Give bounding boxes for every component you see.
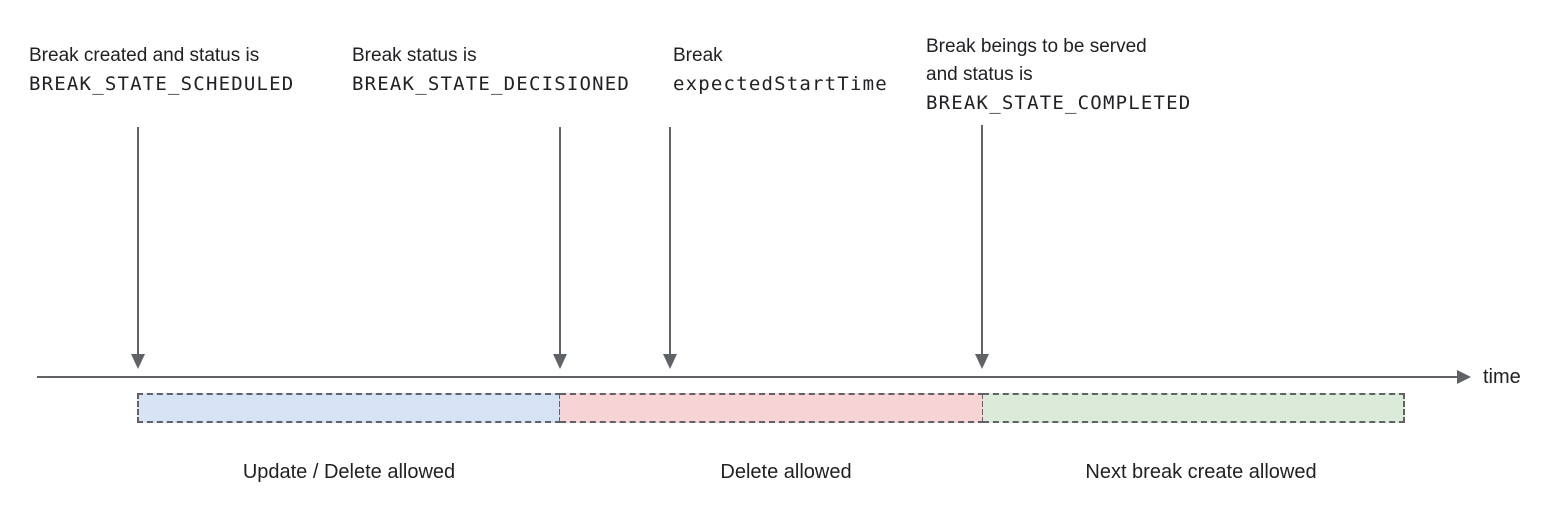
annotation-text: Break [673, 45, 723, 66]
segment-label: Next break create allowed [1085, 461, 1317, 483]
annotation-break-decisioned: Break status is BREAK_STATE_DECISIONED [352, 42, 630, 98]
arrow-head [975, 354, 989, 369]
annotation-expected-start-time: Break expectedStartTime [673, 42, 888, 98]
segment-update-delete-allowed [137, 393, 561, 423]
arrow-head [553, 354, 567, 369]
down-arrow-icon [663, 127, 677, 369]
timeline-axis [37, 376, 1459, 378]
annotation-text: Break beings to be served [926, 36, 1147, 57]
arrow-head [663, 354, 677, 369]
annotation-code: BREAK_STATE_DECISIONED [352, 73, 631, 95]
annotation-break-scheduled: Break created and status is BREAK_STATE_… [29, 42, 294, 98]
annotation-code: expectedStartTime [673, 73, 888, 95]
annotation-code: BREAK_STATE_SCHEDULED [29, 73, 295, 95]
arrow-line [669, 127, 671, 355]
arrow-line [981, 125, 983, 355]
down-arrow-icon [975, 125, 989, 369]
segment-label: Update / Delete allowed [242, 461, 456, 483]
down-arrow-icon [131, 127, 145, 369]
down-arrow-icon [553, 127, 567, 369]
annotation-code: BREAK_STATE_COMPLETED [926, 92, 1192, 114]
timeline-axis-label: time [1483, 366, 1521, 388]
annotation-text: Break created and status is [29, 45, 260, 66]
segment-next-break-create-allowed [983, 393, 1405, 423]
right-arrow-icon [1457, 370, 1471, 384]
arrow-line [137, 127, 139, 355]
annotation-text: Break status is [352, 45, 477, 66]
annotation-break-completed: Break beings to be served and status is … [926, 33, 1191, 117]
segment-delete-allowed [560, 393, 984, 423]
annotation-text: and status is [926, 64, 1033, 85]
arrow-head [131, 354, 145, 369]
segment-label: Delete allowed [720, 461, 852, 483]
arrow-line [559, 127, 561, 355]
